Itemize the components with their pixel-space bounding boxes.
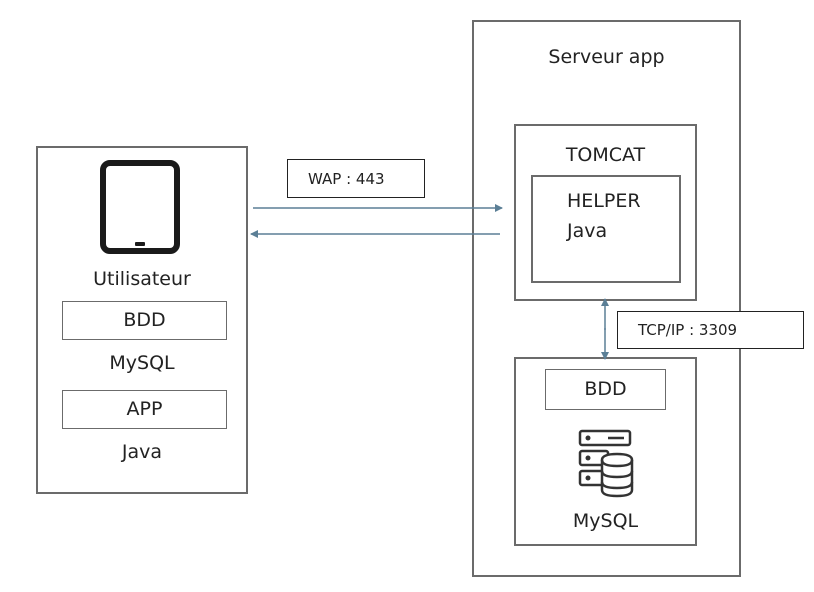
database-server-icon: [578, 429, 634, 498]
tablet-icon: [100, 160, 180, 254]
client-app-label: APP: [126, 398, 163, 420]
server-bdd-label: BDD: [584, 378, 627, 400]
client-bdd-label: BDD: [123, 309, 166, 331]
client-app-box: [62, 390, 227, 429]
client-mysql-label: MySQL: [109, 352, 175, 374]
client-java-label: Java: [121, 441, 163, 463]
user-label: Utilisateur: [93, 268, 191, 290]
server-title: Serveur app: [548, 46, 665, 68]
tcp-port-label: TCP/IP : 3309: [617, 311, 804, 349]
helper-box: [531, 175, 681, 283]
client-bdd-box: [62, 301, 227, 340]
helper-label: HELPER: [567, 190, 641, 212]
tomcat-label: TOMCAT: [565, 144, 646, 166]
server-bdd-box: [545, 369, 666, 410]
wap-port-label: WAP : 443: [287, 159, 425, 198]
helper-java-label: Java: [567, 220, 608, 242]
server-mysql-label: MySQL: [572, 510, 639, 532]
